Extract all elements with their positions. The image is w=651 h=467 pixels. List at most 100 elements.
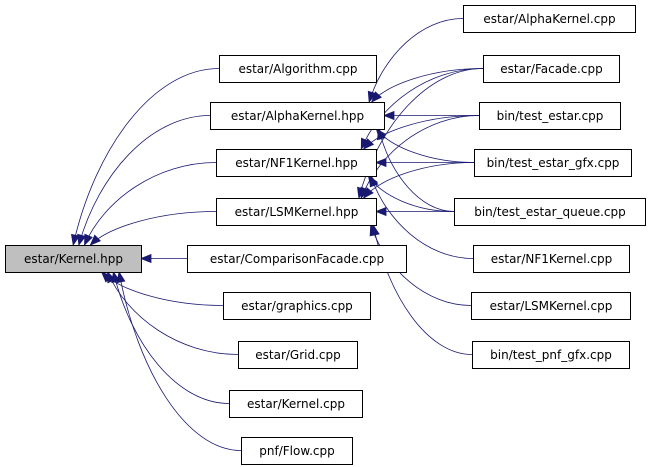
node-alphakernel-hpp[interactable]: estar/AlphaKernel.hpp xyxy=(210,102,385,130)
node-box xyxy=(454,198,646,226)
edge-line xyxy=(90,211,217,246)
node-box xyxy=(473,245,630,273)
edge-line xyxy=(84,162,217,246)
edge-line xyxy=(113,271,230,404)
edge-test_estar_gfx-to-nf1kernel_hpp xyxy=(374,157,475,168)
edge-line xyxy=(78,115,211,246)
node-lsmkernel-hpp[interactable]: estar/LSMKernel.hpp xyxy=(216,198,377,226)
node-label: estar/NF1Kernel.cpp xyxy=(491,252,613,266)
node-box xyxy=(5,245,142,273)
node-test-estar[interactable]: bin/test_estar.cpp xyxy=(479,102,621,130)
node-box xyxy=(210,102,385,130)
node-algorithm-cpp[interactable]: estar/Algorithm.cpp xyxy=(219,55,377,83)
edge-flow_cpp-to-kernel_hpp xyxy=(116,270,242,451)
arrowhead-icon xyxy=(367,90,377,104)
node-kernel-cpp[interactable]: estar/Kernel.cpp xyxy=(229,390,363,418)
node-label: bin/test_estar_gfx.cpp xyxy=(487,156,620,170)
edge-line xyxy=(376,128,475,163)
node-box xyxy=(229,390,363,418)
node-label: bin/test_estar_queue.cpp xyxy=(474,205,626,219)
arrowhead-icon xyxy=(139,253,152,264)
edge-test_estar_gfx-to-lsmkernel_hpp xyxy=(362,162,475,199)
edge-line xyxy=(360,68,484,150)
edge-alphakernel_cpp-to-alphakernel_hpp xyxy=(367,18,464,104)
node-box xyxy=(187,245,407,273)
node-box xyxy=(474,149,632,177)
node-label: estar/NF1Kernel.hpp xyxy=(235,156,358,170)
node-box xyxy=(479,102,621,130)
node-label: bin/test_estar.cpp xyxy=(497,109,604,123)
arrowhead-icon xyxy=(362,187,374,199)
node-box xyxy=(223,292,371,320)
edge-line xyxy=(372,224,473,355)
edge-test_pnf_gfx-to-lsmkernel_hpp xyxy=(370,223,473,355)
node-box xyxy=(483,55,620,83)
node-nf1kernel-hpp[interactable]: estar/NF1Kernel.hpp xyxy=(216,149,377,177)
node-label: estar/Algorithm.cpp xyxy=(238,62,357,76)
arrowhead-icon xyxy=(116,270,126,284)
node-box xyxy=(219,55,377,83)
node-alphakernel-cpp[interactable]: estar/AlphaKernel.cpp xyxy=(463,5,636,33)
arrowhead-icon xyxy=(382,110,395,121)
node-label: estar/Facade.cpp xyxy=(500,62,602,76)
node-label: estar/AlphaKernel.cpp xyxy=(483,12,615,26)
edge-line xyxy=(72,68,220,246)
edge-line xyxy=(371,68,484,103)
node-label: estar/graphics.cpp xyxy=(241,299,353,313)
node-graphics-cpp[interactable]: estar/graphics.cpp xyxy=(223,292,371,320)
arrowhead-icon xyxy=(89,234,102,246)
node-label: bin/test_pnf_gfx.cpp xyxy=(490,348,612,362)
arrowhead-icon xyxy=(71,233,80,247)
edge-line xyxy=(368,18,464,103)
edge-line xyxy=(363,162,475,199)
node-box xyxy=(463,5,636,33)
node-label: estar/LSMKernel.hpp xyxy=(235,205,359,219)
edge-comparisonfacade_cpp-to-kernel_hpp xyxy=(139,253,187,264)
edge-test_estar_queue-to-nf1kernel_hpp xyxy=(367,175,455,212)
node-kernel-hpp: estar/Kernel.hpp xyxy=(5,245,142,273)
edge-alphakernel_hpp-to-kernel_hpp xyxy=(77,115,211,247)
nodes: estar/Kernel.hpp estar/Algorithm.cpp estar… xyxy=(5,5,646,465)
edge-lsmkernel_hpp-to-kernel_hpp xyxy=(89,211,217,246)
node-test-pnf-gfx[interactable]: bin/test_pnf_gfx.cpp xyxy=(472,341,630,369)
node-label: estar/AlphaKernel.hpp xyxy=(231,109,364,123)
edge-test_estar-to-nf1kernel_hpp xyxy=(362,115,480,150)
edge-line xyxy=(360,115,480,199)
edge-test_estar_queue-to-lsmkernel_hpp xyxy=(374,206,454,217)
node-box xyxy=(471,292,631,320)
node-box xyxy=(216,198,377,226)
node-lsmkernel-cpp[interactable]: estar/LSMKernel.cpp xyxy=(471,292,631,320)
arrowhead-icon xyxy=(369,174,379,188)
node-label: estar/ComparisonFacade.cpp xyxy=(210,252,384,266)
node-label: estar/LSMKernel.cpp xyxy=(490,299,613,313)
arrowhead-icon xyxy=(370,223,380,237)
node-flow-cpp[interactable]: pnf/Flow.cpp xyxy=(241,437,353,465)
arrowhead-icon xyxy=(84,233,93,246)
edge-line xyxy=(107,271,239,355)
edge-test_estar_gfx-to-alphakernel_hpp xyxy=(375,128,475,163)
arrowhead-icon xyxy=(370,91,383,103)
node-facade-cpp[interactable]: estar/Facade.cpp xyxy=(483,55,620,83)
edge-facade_cpp-to-alphakernel_hpp xyxy=(370,68,484,103)
edge-line xyxy=(368,175,455,212)
node-label: estar/Kernel.cpp xyxy=(247,397,345,411)
node-grid-cpp[interactable]: estar/Grid.cpp xyxy=(238,341,358,369)
node-box xyxy=(238,341,358,369)
node-box xyxy=(472,341,630,369)
edge-line xyxy=(378,128,455,212)
edge-algorithm_cpp-to-kernel_hpp xyxy=(71,68,220,247)
node-test-estar-queue[interactable]: bin/test_estar_queue.cpp xyxy=(454,198,646,226)
node-label: estar/Grid.cpp xyxy=(255,348,341,362)
node-label: estar/Kernel.hpp xyxy=(24,252,123,266)
arrowhead-icon xyxy=(374,206,387,217)
node-nf1kernel-cpp[interactable]: estar/NF1Kernel.cpp xyxy=(473,245,630,273)
edge-nf1kernel_hpp-to-kernel_hpp xyxy=(84,162,217,246)
node-test-estar-gfx[interactable]: bin/test_estar_gfx.cpp xyxy=(474,149,632,177)
arrowhead-icon xyxy=(77,233,87,247)
node-box xyxy=(216,149,377,177)
node-box xyxy=(241,437,353,465)
edge-nf1kernel_cpp-to-nf1kernel_hpp xyxy=(369,174,474,259)
edge-facade_cpp-to-lsmkernel_hpp xyxy=(357,68,484,200)
node-comparisonfacade-cpp[interactable]: estar/ComparisonFacade.cpp xyxy=(187,245,407,273)
